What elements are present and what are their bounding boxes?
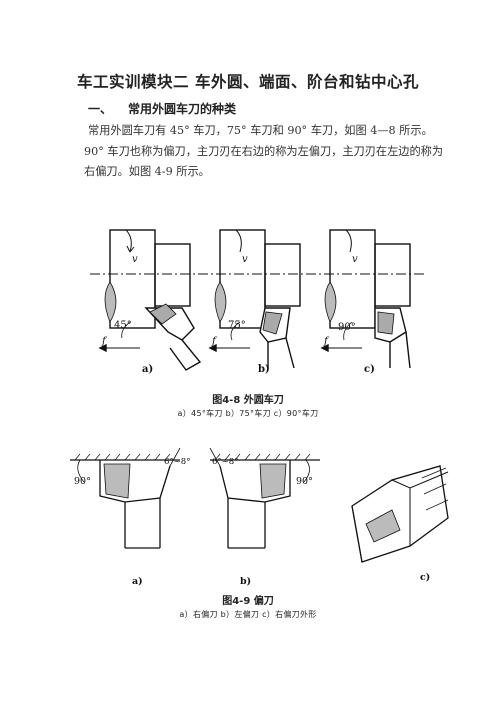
v-label-c: v xyxy=(352,254,358,265)
angle-label-a: 45° xyxy=(114,320,132,331)
panel-label-a: a) xyxy=(142,364,153,375)
page-title: 车工实训模块二 车外圆、端面、阶台和钻中心孔 xyxy=(77,73,419,91)
panel-label-c: c) xyxy=(420,572,430,583)
panel-label-c: c) xyxy=(364,364,375,375)
panel-label-b: b) xyxy=(258,364,270,375)
v-label-a: v xyxy=(132,254,138,265)
angle-label-b: 75° xyxy=(228,320,246,331)
panel-c-tool-shape xyxy=(351,465,449,563)
paragraph-line-1: 常用外圆车刀有 45° 车刀，75° 车刀和 90° 车刀，如图 4—8 所示。 xyxy=(88,124,433,137)
body-paragraph: 常用外圆车刀有 45° 车刀，75° 车刀和 90° 车刀，如图 4—8 所示。… xyxy=(84,121,458,183)
figure-4-9-subcaption: a）右偏刀 b）左偏刀 c）右偏刀外形 xyxy=(179,610,317,619)
paragraph-line-3: 右偏刀。如图 4-9 所示。 xyxy=(84,165,210,178)
figure-4-9-caption: 图4-9 偏刀 xyxy=(222,596,274,607)
panel-label-b: b) xyxy=(240,576,251,586)
figure-4-8-caption: 图4-8 外圆车刀 xyxy=(212,395,284,406)
section-number: 一、 xyxy=(88,102,113,116)
panel-b-75-tool xyxy=(208,229,301,369)
figure-4-9-diagram: 90° 6°~8° 6°~8° 90° a) b) c) xyxy=(70,447,449,586)
angle-90-a: 90° xyxy=(74,476,91,487)
panel-c-90-tool xyxy=(320,229,411,369)
panel-a-right-tool xyxy=(77,447,181,549)
v-label-b: v xyxy=(242,254,248,265)
f-label-c: f xyxy=(323,336,330,347)
figure-4-8-diagram: v v v 45° 75° 90° f f f a) b) c) xyxy=(90,229,425,375)
panel-a-45-tool xyxy=(98,229,202,371)
f-label-b: f xyxy=(211,336,218,347)
angle-range-a: 6°~8° xyxy=(164,457,190,467)
panel-label-a: a) xyxy=(132,576,143,586)
figure-4-8-subcaption: a）45°车刀 b）75°车刀 c）90°车刀 xyxy=(177,409,319,418)
angle-range-b: 6°~8° xyxy=(212,457,238,467)
angle-label-c: 90° xyxy=(338,322,356,333)
f-label-a: f xyxy=(101,336,108,347)
panel-b-left-tool xyxy=(209,447,310,549)
paragraph-line-2: 90° 车刀也称为偏刀，主刀刃在右边的称为左偏刀，主刀刃在左边的称为 xyxy=(84,144,444,158)
section-heading: 一、 常用外圆车刀的种类 xyxy=(88,100,236,117)
angle-90-b: 90° xyxy=(296,476,313,487)
section-heading-text: 常用外圆车刀的种类 xyxy=(128,102,237,116)
